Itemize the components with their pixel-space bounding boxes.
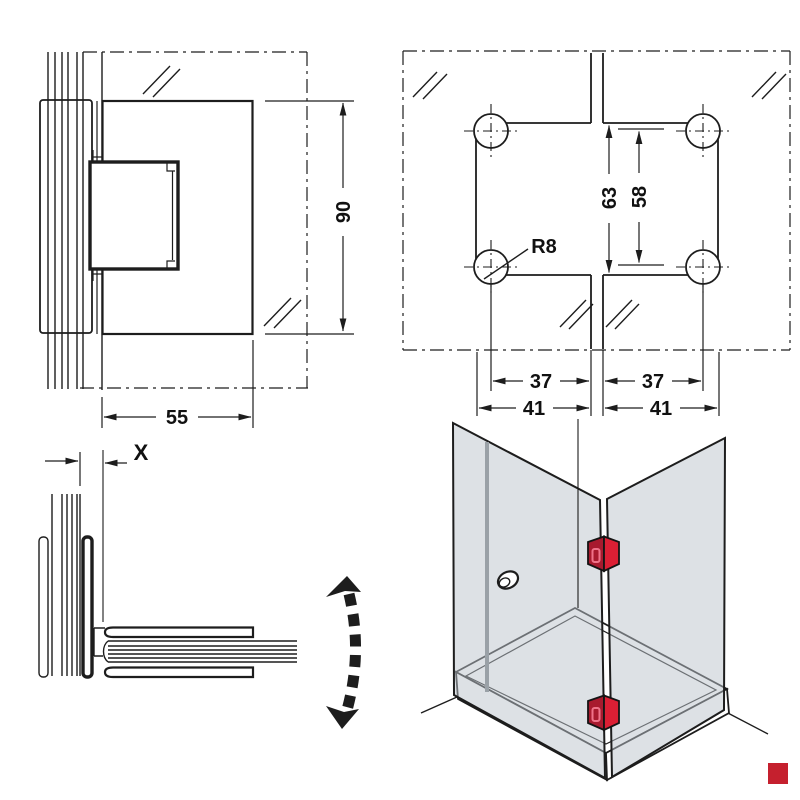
glass-panel-left <box>451 421 607 780</box>
dim-cutout-width-41-left: 41 <box>478 396 590 420</box>
plan-door-clamp-bottom <box>103 666 255 679</box>
swing-arrow <box>326 576 362 729</box>
cutout-right <box>603 104 730 294</box>
hinge-clamp-detail <box>166 163 175 269</box>
glass-notch-steps <box>92 150 102 281</box>
door-knob <box>496 570 520 590</box>
hinge-clamp-body <box>88 160 180 271</box>
drilling-extension-lines <box>476 285 720 416</box>
dim-cutout-height-63: 63 <box>599 125 621 273</box>
dim-hole-spacing-58: 58 <box>618 128 664 266</box>
hinge-slot-mark <box>591 707 601 722</box>
view-drilling-pattern: 63 58 R8 37 37 41 <box>402 50 791 420</box>
dim-gap-x: X <box>45 440 149 486</box>
dim-cutout-width-41-right: 41 <box>604 396 718 420</box>
dim-gap-label: X <box>134 440 149 465</box>
plan-clamp-outer <box>38 536 49 678</box>
hinge-slot-mark <box>591 548 601 563</box>
plan-door-clamp-top <box>103 626 255 639</box>
dim-hole-offset-left-label: 37 <box>530 371 552 393</box>
dim-cutout-width-left-label: 41 <box>523 398 545 420</box>
dim-hole-offset-37-right: 37 <box>604 369 702 393</box>
view-side-elevation: 90 55 X <box>39 51 355 486</box>
floor-lines <box>420 696 769 735</box>
dim-cutout-width-right-label: 41 <box>650 398 672 420</box>
plan-corner-joint <box>93 627 105 657</box>
view-isometric-enclosure <box>420 419 769 782</box>
hinge-upper <box>587 535 620 573</box>
drilling-phantom-border <box>402 50 791 351</box>
dim-hole-offset-37-left: 37 <box>492 369 590 393</box>
dim-hole-spacing-label: 58 <box>629 186 651 208</box>
cutout-left <box>464 104 591 294</box>
dim-cutout-height-label: 63 <box>599 187 621 209</box>
plan-fixed-glass-lines <box>51 494 81 676</box>
fixed-glass-edge-lines <box>47 52 84 389</box>
dim-hole-offset-right-label: 37 <box>642 371 664 393</box>
glass-gap-edges <box>590 53 604 349</box>
dim-width-label: 55 <box>166 407 188 429</box>
red-square-marker <box>768 763 788 784</box>
dim-height-label: 90 <box>333 201 355 223</box>
door-glass-phantom-outline <box>80 51 308 389</box>
hinge-lower <box>587 694 620 732</box>
plan-door-glass-lines <box>102 640 297 663</box>
plan-clamp-inner <box>81 535 94 679</box>
glass-panel-right <box>605 436 727 779</box>
dim-width-55: 55 <box>101 340 254 429</box>
dim-height-90: 90 <box>265 100 355 335</box>
corner-radius-label: R8 <box>531 236 557 258</box>
glass-hatch-icon <box>142 65 302 329</box>
view-plan <box>38 450 362 729</box>
glass-hatch-icon <box>412 71 787 330</box>
corner-radius-callout: R8 <box>483 236 557 280</box>
